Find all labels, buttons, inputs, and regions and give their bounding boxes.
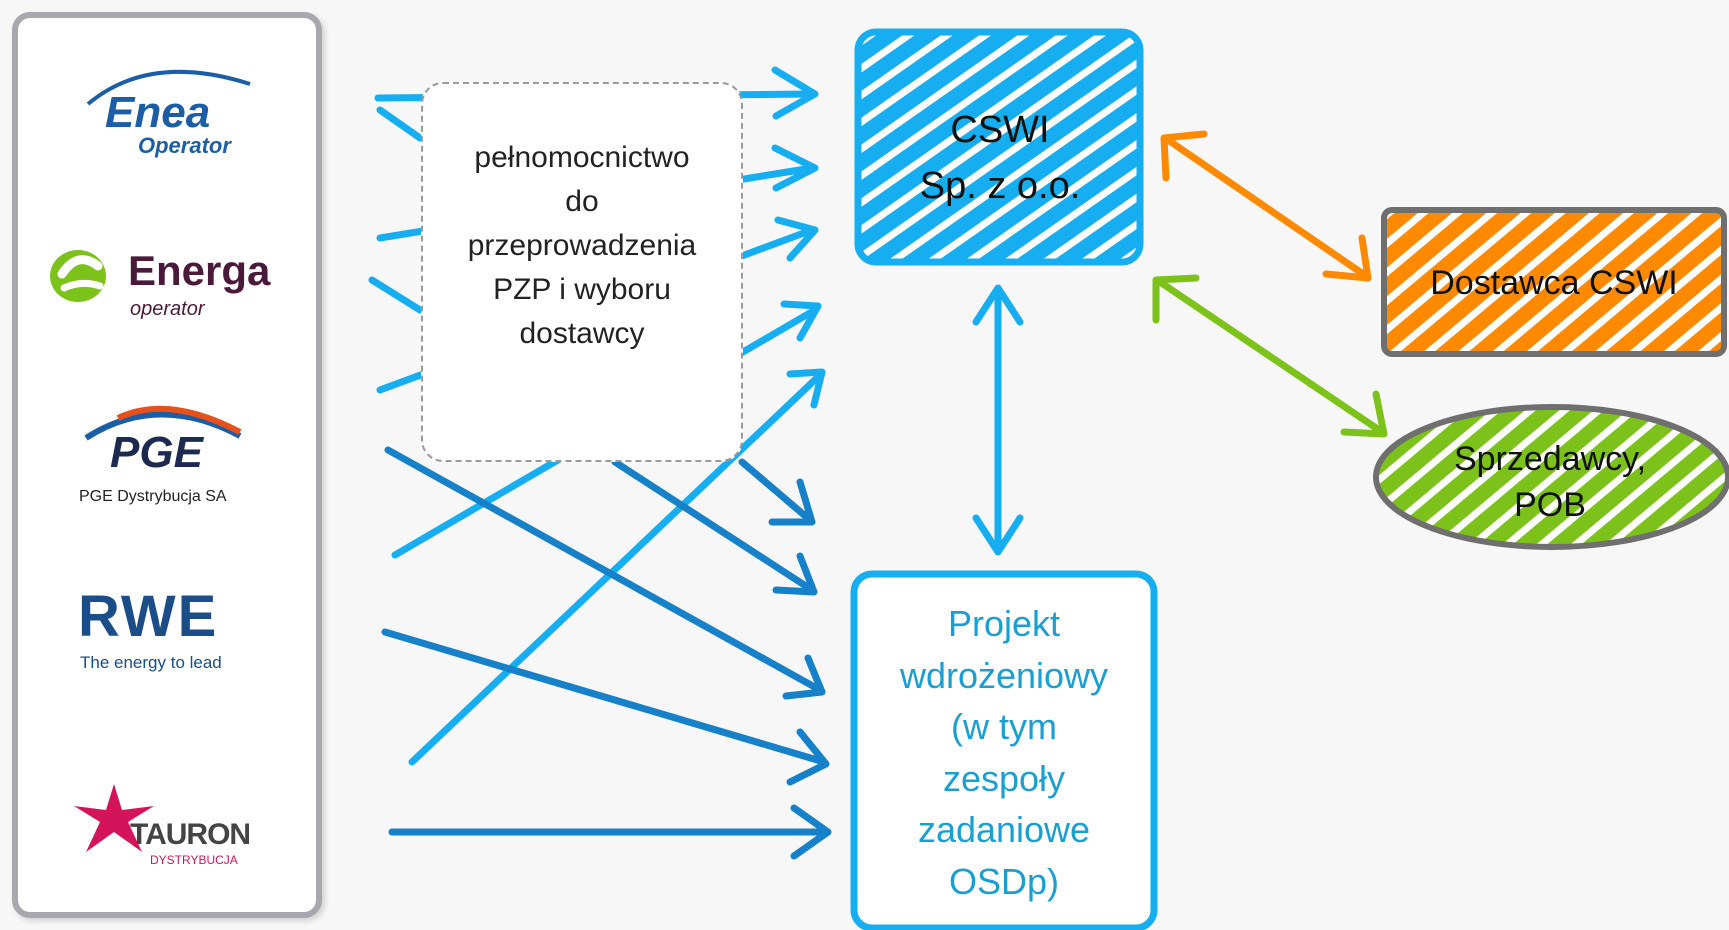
energa-name: Energa: [128, 247, 271, 294]
arrows-to-project: [381, 446, 832, 860]
cswi-label: CSWI Sp. z o.o.: [919, 109, 1081, 207]
arrow-energa-project: [611, 458, 818, 596]
enea-logo-icon: [86, 69, 251, 106]
energa-logo-icon: [50, 250, 106, 302]
arrow-cswi-sellers: [1152, 274, 1388, 438]
tauron-logo-icon: [74, 784, 154, 852]
enea-sub: Operator: [138, 133, 231, 158]
arrow-energa-cswi-2: [368, 276, 424, 314]
pge-logo-icon: [84, 405, 242, 441]
supplier-box: [1381, 207, 1727, 357]
arrow-cswi-supplier: [1160, 130, 1372, 282]
pge-sub: PGE Dystrybucja SA: [79, 488, 227, 505]
rwe-sub: The energy to lead: [80, 653, 222, 672]
rwe-name: RWE: [78, 584, 219, 649]
arrow-enea-cswi-2: [376, 106, 424, 142]
tauron-sub: DYSTRYBUCJA: [150, 853, 238, 867]
tauron-name: TAURON: [130, 818, 251, 851]
arrow-tauron-cswi: [408, 368, 826, 766]
operators-panel: [12, 12, 322, 918]
cswi-box: [854, 28, 1144, 266]
enea-name: Enea: [105, 88, 211, 137]
energa-sub: operator: [130, 298, 205, 320]
project-label: Projekt wdrożeniowy (w tym zespoły zadan…: [899, 603, 1109, 902]
mandate-text: pełnomocnictwo do przeprowadzenia PZP i …: [467, 141, 697, 350]
supplier-label: Dostawca CSWI: [1430, 264, 1678, 302]
sellers-ellipse: [1373, 404, 1729, 550]
mandate-box: pełnomocnictwo do przeprowadzenia PZP i …: [421, 82, 743, 462]
pge-name: PGE: [110, 428, 203, 477]
arrow-cswi-project: [972, 284, 1024, 556]
arrow-tauron-project: [388, 804, 832, 860]
sellers-label: Sprzedawcy, POB: [1453, 440, 1647, 524]
project-box: [850, 570, 1158, 930]
arrow-enea-project: [738, 458, 816, 526]
arrow-pge-project: [384, 446, 826, 700]
arrow-rwe-project: [381, 628, 830, 786]
